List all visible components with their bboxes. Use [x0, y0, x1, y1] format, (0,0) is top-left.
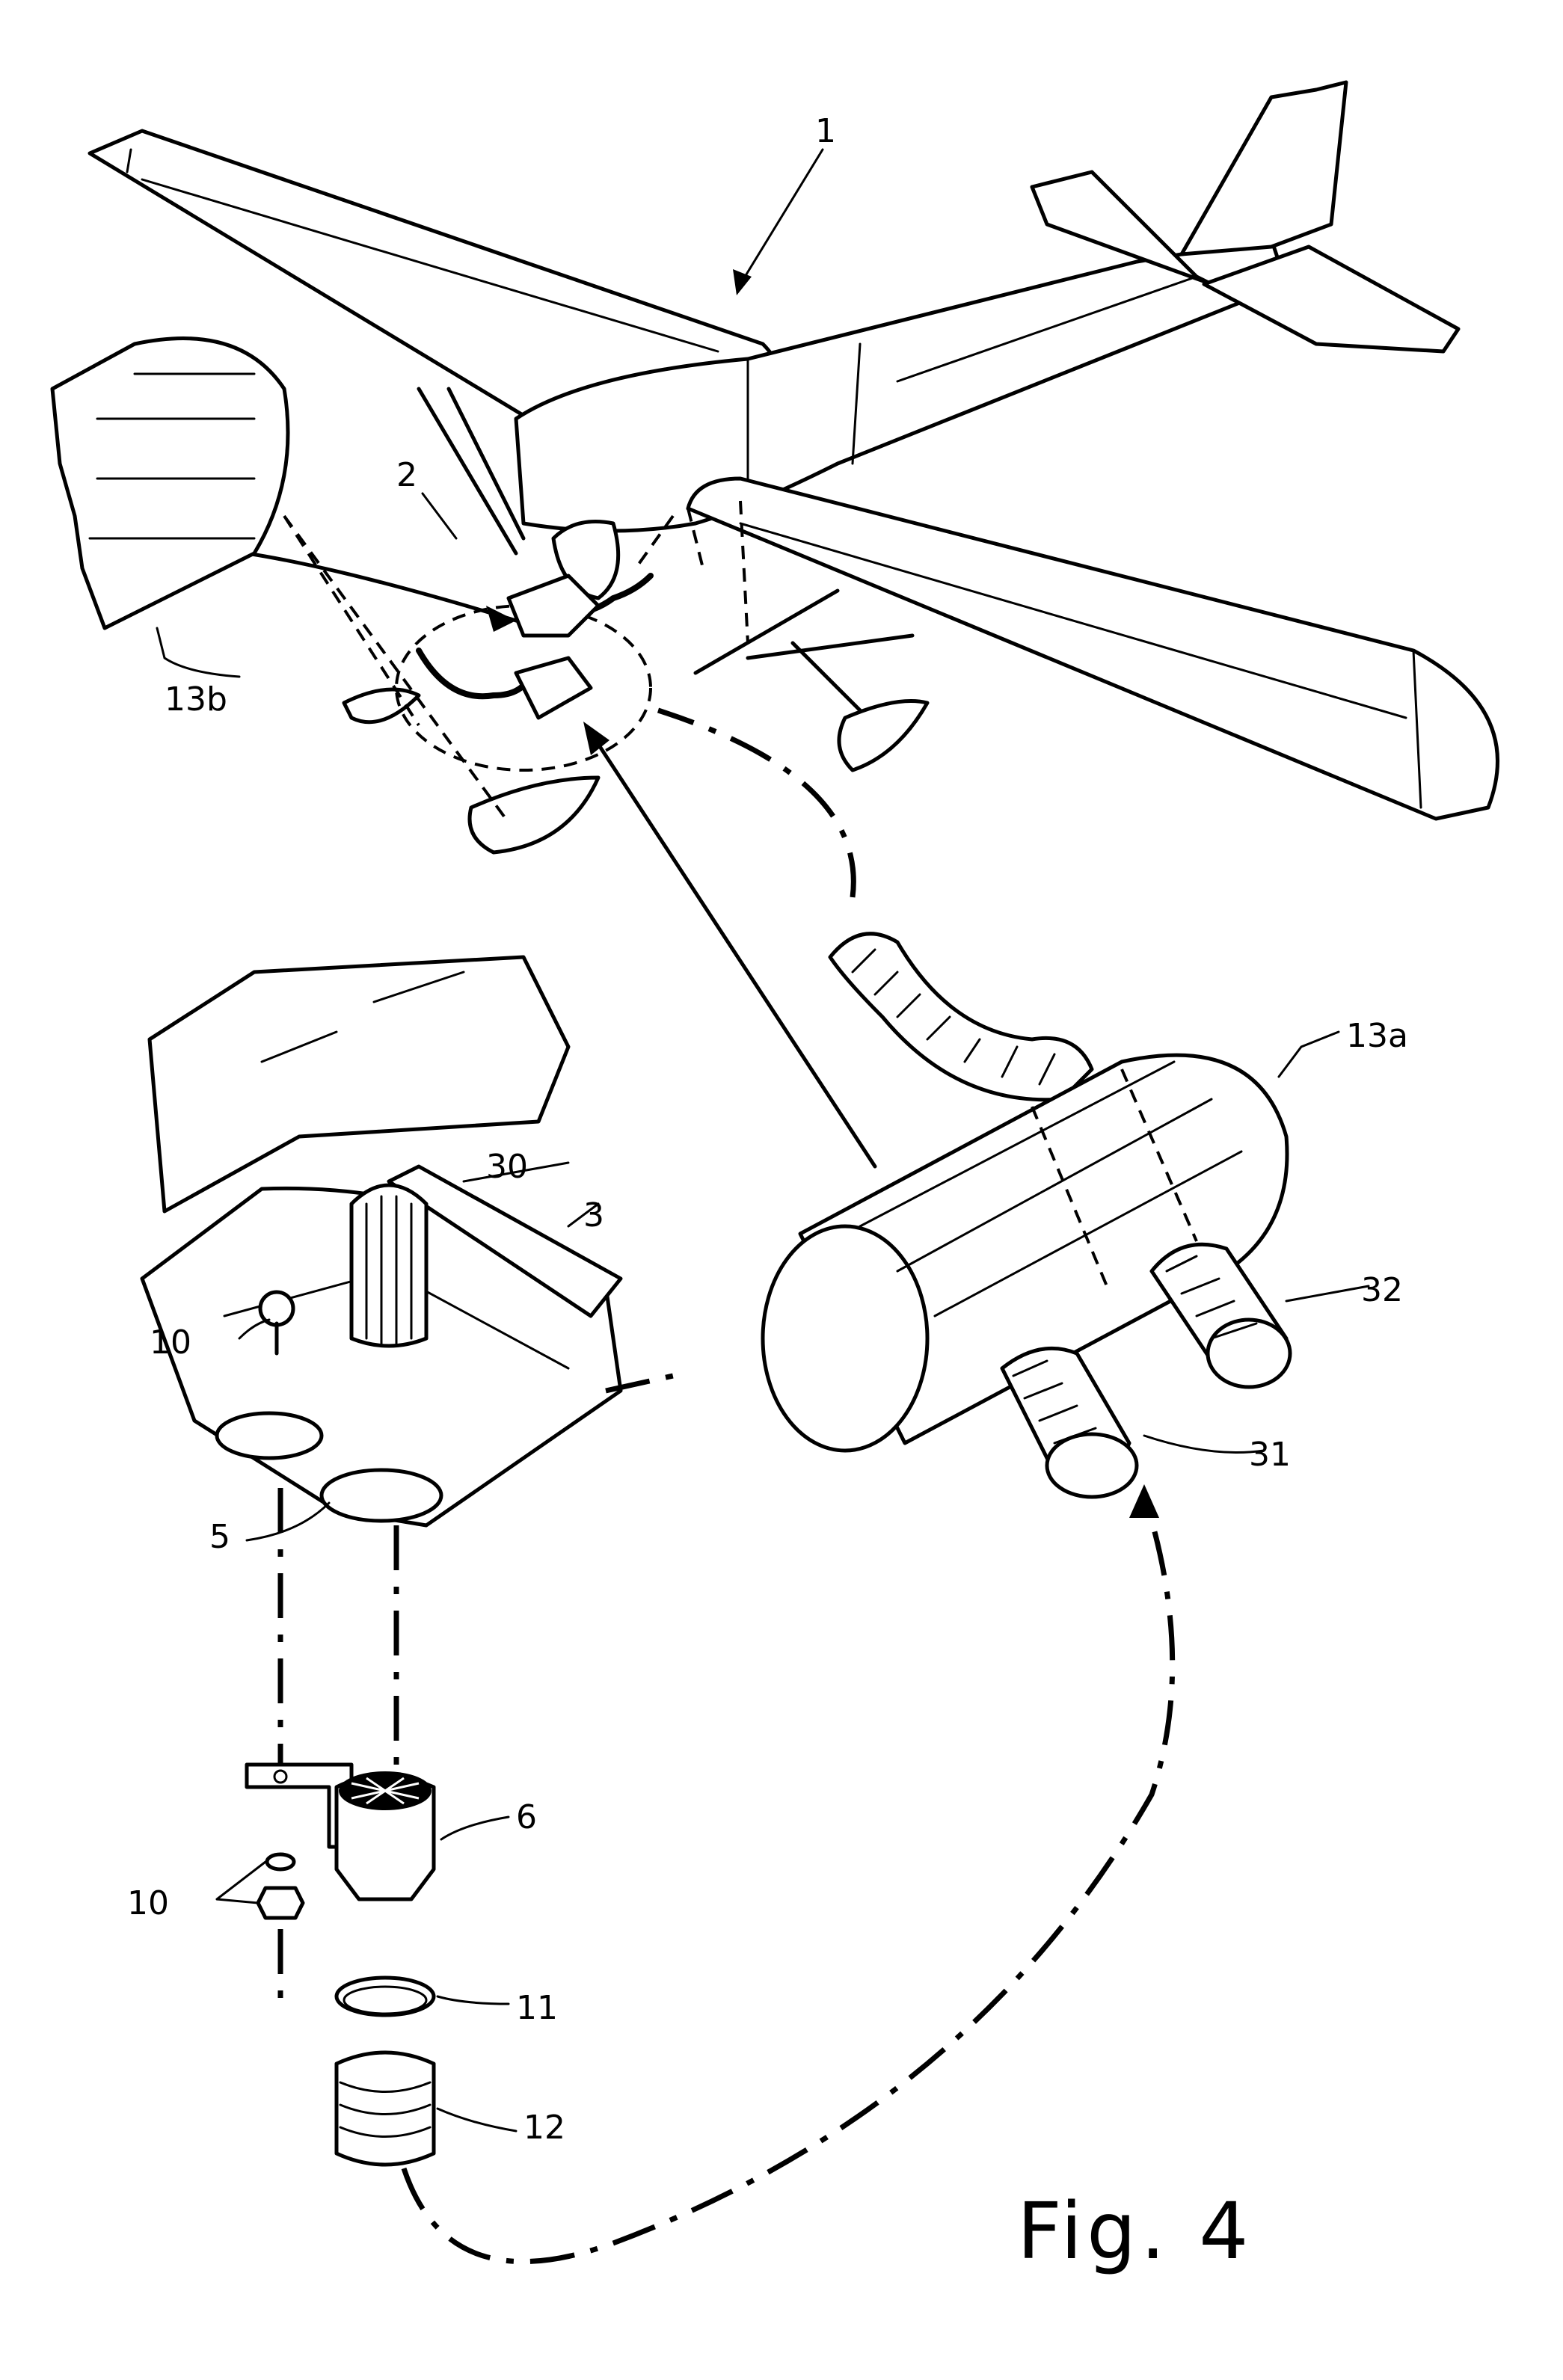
outlet-tube [349, 1183, 429, 1348]
label-31: 31 [1249, 1436, 1291, 1474]
label-12: 12 [523, 2109, 565, 2147]
muffler-end-cap [761, 1224, 930, 1453]
leader-lines [156, 148, 1370, 2133]
flex-hose [828, 932, 1094, 1102]
fuselage [514, 237, 1289, 533]
clamp [334, 1975, 436, 2017]
label-32: 32 [1361, 1271, 1403, 1309]
bracket-assembly [140, 955, 674, 1802]
flange-left [215, 1411, 324, 1460]
engine-body [506, 574, 601, 638]
hose-12 [334, 2050, 436, 2167]
figure-caption: Fig. 4 [1017, 2186, 1253, 2277]
exploded-parts [245, 1484, 1176, 2265]
label-2: 2 [396, 456, 417, 494]
right-wing [686, 476, 1499, 821]
hose-route [401, 1494, 1176, 2265]
label-13b: 13b [165, 680, 227, 719]
washer [265, 1852, 296, 1872]
reference-labels: 1 2 13b 13a 30 3 32 10 31 5 6 10 11 12 F… [127, 112, 1408, 2277]
label-5: 5 [209, 1518, 230, 1556]
nut [256, 1886, 305, 1920]
cowling [50, 336, 290, 630]
airplane [87, 80, 1499, 855]
stabilizer [1030, 170, 1214, 286]
label-10-lower: 10 [127, 1884, 169, 1922]
l-bracket [245, 1762, 354, 1849]
firewall-plate [147, 955, 571, 1214]
flange-right [319, 1468, 443, 1523]
tail-fin [1179, 80, 1348, 256]
label-3: 3 [583, 1196, 604, 1234]
label-10-upper: 10 [150, 1323, 191, 1362]
label-13a: 13a [1346, 1017, 1408, 1055]
label-30: 30 [486, 1148, 528, 1186]
muffler [583, 707, 1292, 1499]
label-1: 1 [815, 112, 836, 150]
label-11: 11 [516, 1989, 558, 2027]
label-6: 6 [516, 1798, 537, 1836]
